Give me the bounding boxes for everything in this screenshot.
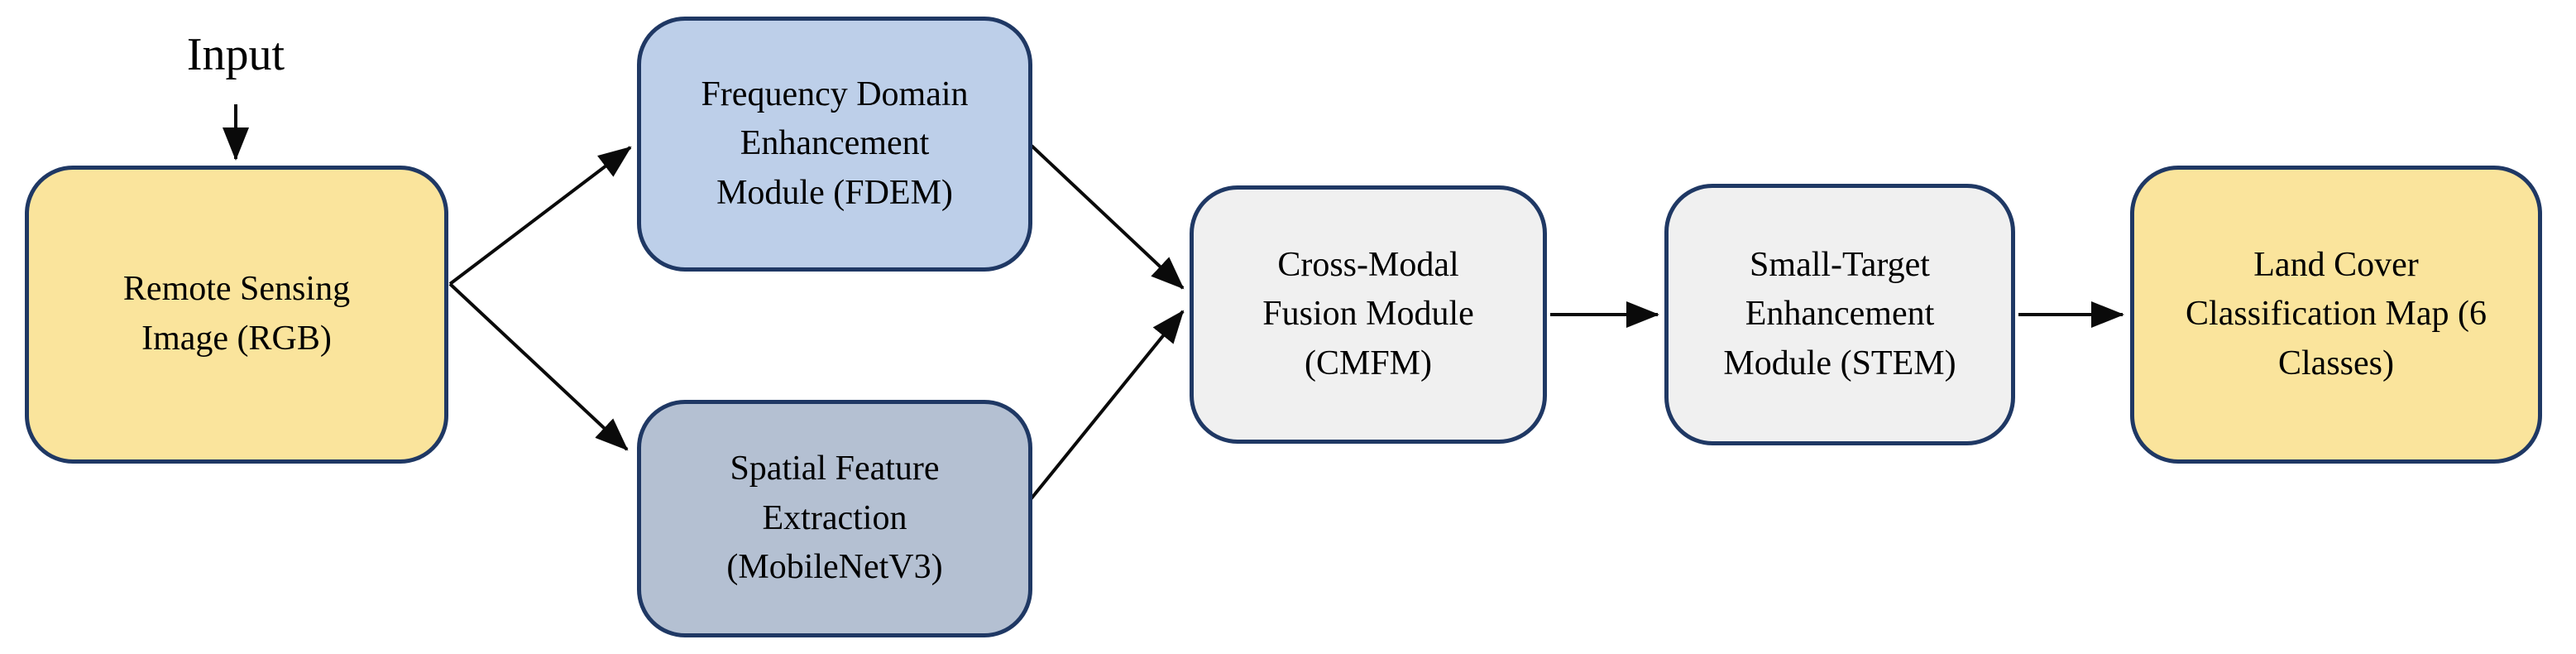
node-cmfm: Cross-Modal Fusion Module (CMFM): [1190, 185, 1547, 444]
node-remote-sensing-image: Remote Sensing Image (RGB): [25, 166, 448, 464]
node-cmfm-label: Cross-Modal Fusion Module (CMFM): [1262, 245, 1474, 382]
node-fdem-label: Frequency Domain Enhancement Module (FDE…: [701, 75, 969, 212]
node-spatial-feature-extraction: Spatial Feature Extraction (MobileNetV3): [637, 400, 1032, 637]
node-spatial-feature-extraction-label: Spatial Feature Extraction (MobileNetV3): [726, 450, 943, 587]
node-land-cover-map-label: Land Cover Classification Map (6 Classes…: [2186, 245, 2487, 382]
node-remote-sensing-image-label: Remote Sensing Image (RGB): [122, 270, 351, 358]
arrow-remote-to-spatial: [448, 282, 629, 451]
node-stem-label: Small-Target Enhancement Module (STEM): [1723, 245, 1956, 382]
input-label: Input: [186, 29, 285, 80]
node-fdem: Frequency Domain Enhancement Module (FDE…: [637, 17, 1032, 272]
node-land-cover-map: Land Cover Classification Map (6 Classes…: [2130, 166, 2542, 464]
node-stem: Small-Target Enhancement Module (STEM): [1664, 184, 2015, 445]
arrow-remote-to-fdem: [448, 146, 632, 286]
arrow-spatial-to-cmfm: [1029, 310, 1185, 501]
arrow-fdem-to-cmfm: [1030, 144, 1185, 290]
